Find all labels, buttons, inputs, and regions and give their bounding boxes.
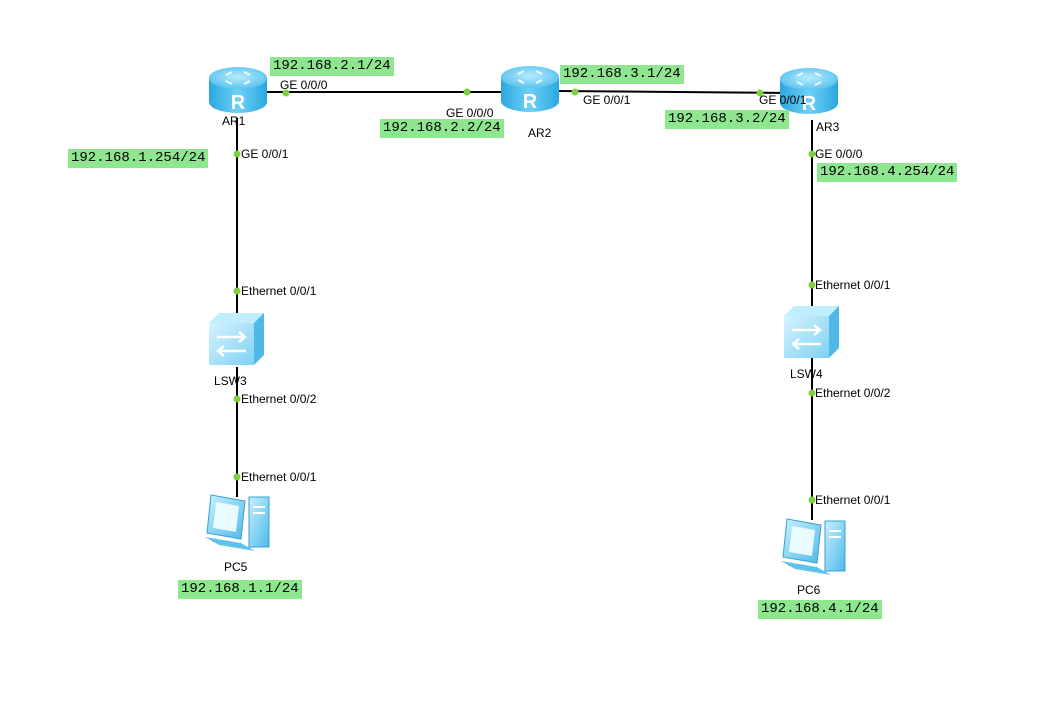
pc-icon[interactable] (781, 518, 846, 575)
port-dot-ar2-ge000[interactable] (463, 88, 471, 96)
port-label-lsw3-e002: Ethernet 0/0/2 (241, 392, 317, 406)
svg-text:R: R (231, 92, 246, 114)
ip-label-ar1-ge001: 192.168.1.254/24 (68, 149, 209, 168)
device-label-ar2: AR2 (528, 126, 552, 140)
router-icon[interactable]: R (209, 67, 267, 114)
ip-label-ar2-ge000: 192.168.2.2/24 (380, 119, 504, 138)
device-label-ar1: AR1 (222, 114, 246, 128)
port-label-lsw3-e001: Ethernet 0/0/1 (241, 284, 317, 298)
link-ar2-ar3[interactable] (557, 90, 793, 94)
port-dot-lsw3-e001[interactable] (233, 287, 241, 295)
port-dot-ar1-ge001[interactable] (233, 150, 241, 158)
port-dot-pc6-e001[interactable] (808, 496, 816, 504)
port-label-ar1-ge001: GE 0/0/1 (241, 147, 289, 161)
pc-icon[interactable] (205, 494, 270, 551)
links (236, 90, 813, 520)
port-dot-ar1-ge000[interactable] (282, 89, 290, 97)
svg-text:R: R (523, 91, 538, 113)
ip-label-ar3-ge000: 192.168.4.254/24 (817, 163, 958, 182)
router-icon[interactable]: R (780, 68, 838, 115)
device-label-lsw3: LSW3 (214, 374, 247, 388)
ip-label-ar2-ge001: 192.168.3.1/24 (560, 65, 684, 84)
switch-icon[interactable] (784, 306, 839, 358)
device-label-lsw4: LSW4 (790, 367, 823, 381)
port-dot-ar3-ge001[interactable] (756, 89, 764, 97)
port-label-pc6-e001: Ethernet 0/0/1 (815, 493, 891, 507)
router-icon[interactable]: R (501, 66, 559, 113)
switch-icon[interactable] (209, 313, 264, 365)
port-dot-lsw4-e001[interactable] (808, 281, 816, 289)
device-label-pc6: PC6 (797, 583, 821, 597)
port-dot-lsw3-e002[interactable] (233, 395, 241, 403)
port-label-lsw4-e001: Ethernet 0/0/1 (815, 278, 891, 292)
port-dot-lsw4-e002[interactable] (808, 389, 816, 397)
port-dots (233, 88, 816, 504)
ip-label-pc5: 192.168.1.1/24 (178, 580, 302, 599)
device-label-ar3: AR3 (816, 120, 840, 134)
port-label-pc5-e001: Ethernet 0/0/1 (241, 470, 317, 484)
port-label-ar3-ge000: GE 0/0/0 (815, 147, 863, 161)
port-label-ar3-ge001: GE 0/0/1 (759, 93, 807, 107)
port-label-lsw4-e002: Ethernet 0/0/2 (815, 386, 891, 400)
port-dot-ar2-ge001[interactable] (571, 88, 579, 96)
port-dot-ar3-ge000[interactable] (808, 150, 816, 158)
ip-label-ar1-ge000: 192.168.2.1/24 (270, 57, 394, 76)
port-label-ar2-ge000: GE 0/0/0 (446, 106, 494, 120)
ip-label-ar3-ge001: 192.168.3.2/24 (665, 110, 789, 129)
port-label-ar2-ge001: GE 0/0/1 (583, 93, 631, 107)
device-label-pc5: PC5 (224, 560, 248, 574)
svg-text:R: R (802, 93, 817, 115)
port-dot-pc5-e001[interactable] (233, 473, 241, 481)
port-label-ar1-ge000: GE 0/0/0 (280, 78, 328, 92)
ip-label-pc6: 192.168.4.1/24 (758, 600, 882, 619)
